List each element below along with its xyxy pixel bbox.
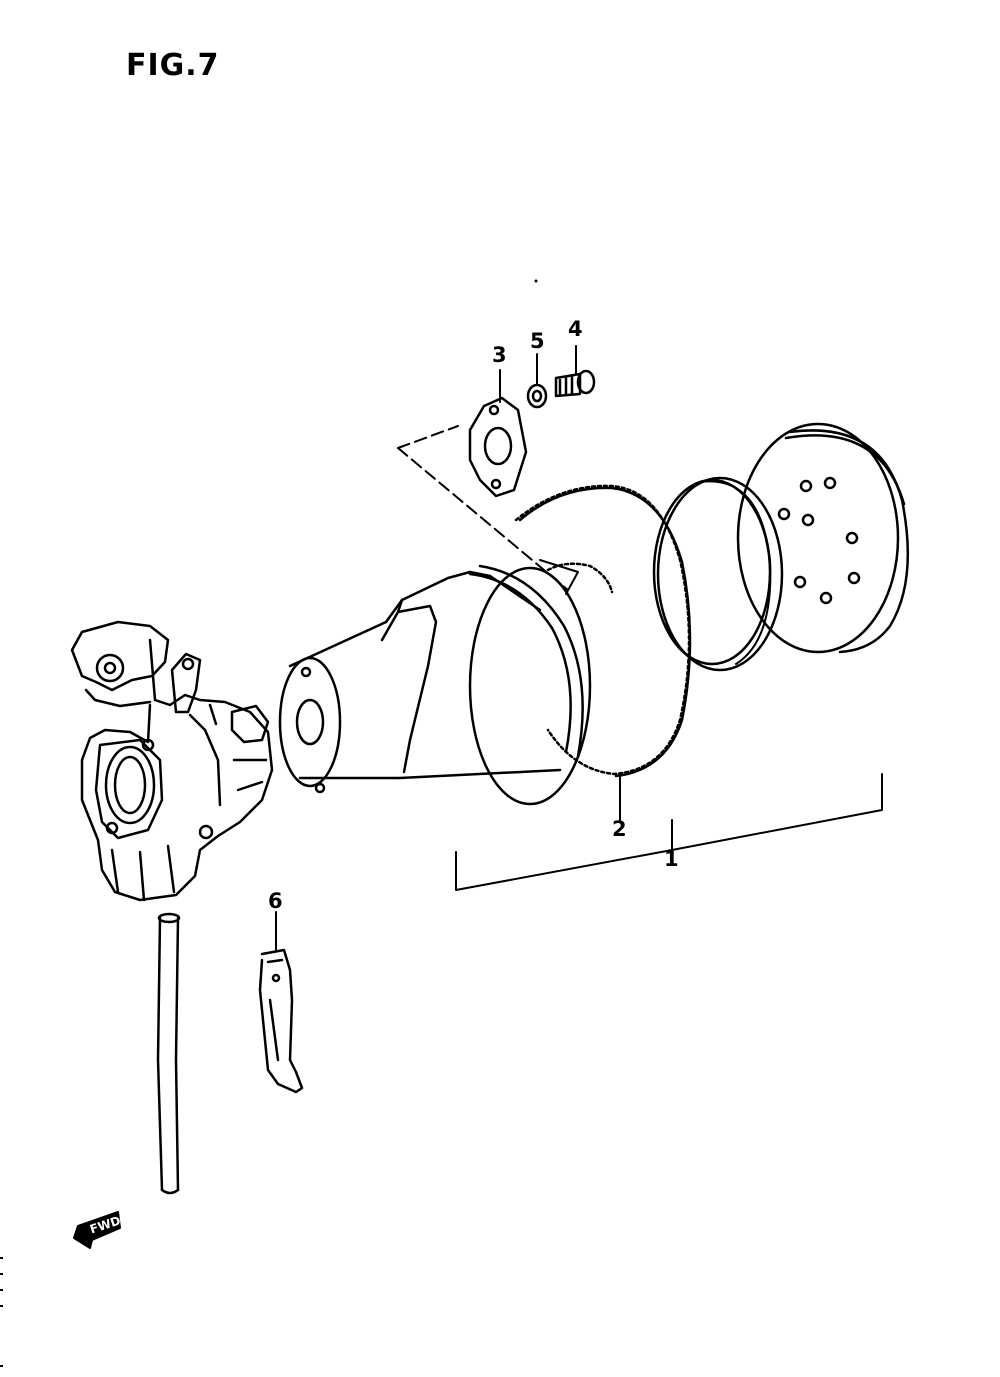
figure-title: FIG.7 (126, 48, 220, 83)
callout-6-label: 6 (268, 889, 283, 913)
air-cleaner-case (278, 564, 592, 806)
callout-leaders (275, 345, 883, 951)
callout-2-label: 2 (612, 817, 627, 841)
callout-1-label: 1 (664, 847, 679, 871)
callout-4-label: 4 (568, 317, 583, 341)
stray-dot (534, 279, 538, 283)
element-ring (652, 476, 784, 672)
tube-clamp (258, 948, 304, 1094)
washer (526, 383, 548, 409)
callout-5-label: 5 (530, 329, 545, 353)
air-filter-element (514, 484, 692, 778)
air-cleaner-cover (736, 422, 910, 654)
callout-3-label: 3 (492, 343, 507, 367)
fuel-tube (156, 912, 181, 1195)
edge-marks (0, 1257, 3, 1367)
carburetor (70, 620, 274, 902)
bolt (554, 369, 596, 398)
fwd-arrow-icon: FWD (73, 1211, 122, 1249)
intake-gasket (468, 396, 528, 498)
